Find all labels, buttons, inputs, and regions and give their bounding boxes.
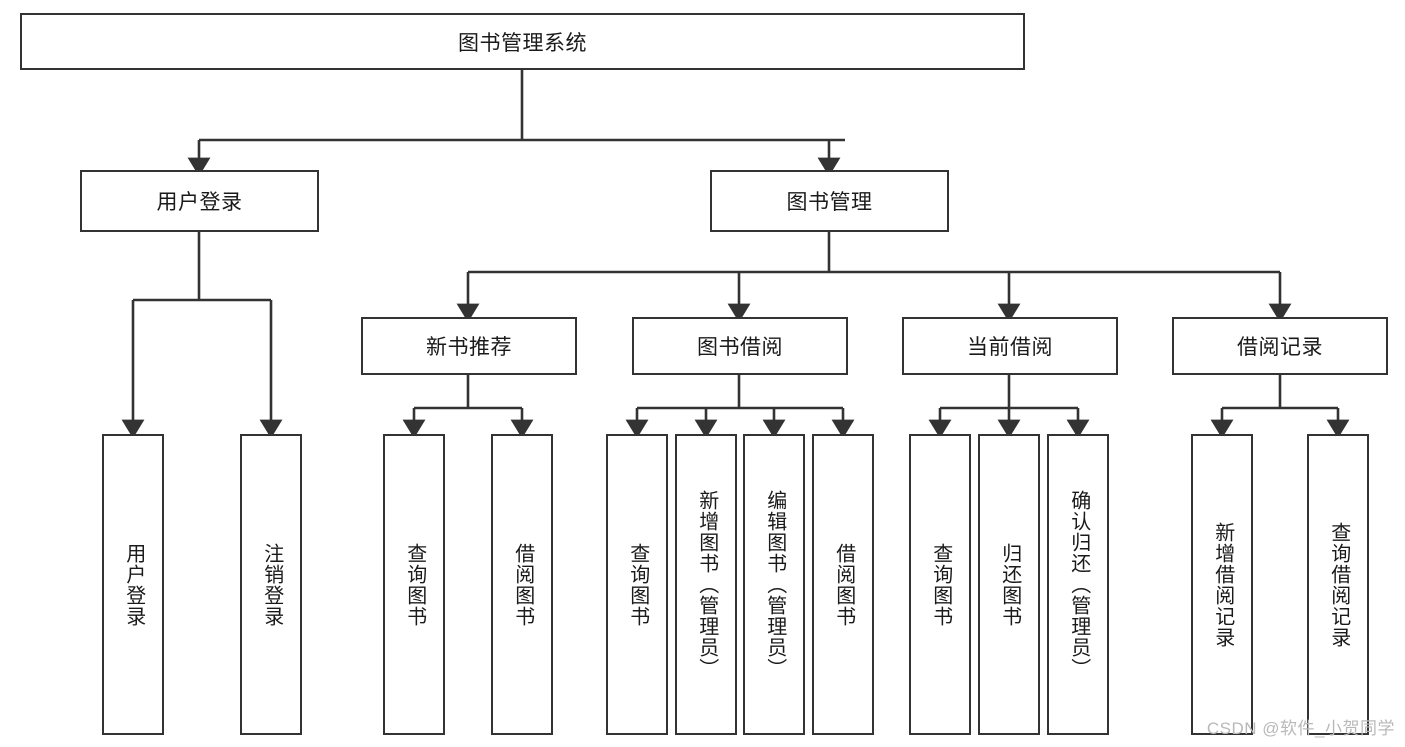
node-label: 新书推荐 [426,336,512,359]
leaf-book-borrow-add[interactable]: 新增图书（管理员） [675,434,737,735]
node-label: 用户登录 [122,542,145,627]
node-root-book-management-system[interactable]: 图书管理系统 [20,13,1025,70]
node-book-management[interactable]: 图书管理 [710,170,949,232]
watermark: CSDN @软件_小贺同学 [1206,719,1395,738]
node-label: 借阅图书 [511,542,534,627]
leaf-current-borrow-query[interactable]: 查询图书 [909,434,971,735]
node-book-borrow[interactable]: 图书借阅 [632,317,848,375]
node-borrow-record[interactable]: 借阅记录 [1172,317,1388,375]
node-label: 查询图书 [929,542,952,627]
node-label: 编辑图书（管理员） [763,490,786,679]
node-label: 查询借阅记录 [1327,521,1350,648]
node-label: 图书管理 [786,191,873,214]
node-label: 确认归还（管理员） [1067,490,1090,679]
leaf-current-borrow-confirm-return[interactable]: 确认归还（管理员） [1047,434,1109,735]
node-label: 查询图书 [403,542,426,627]
node-label: 新增图书（管理员） [695,490,718,679]
node-label: 注销登录 [260,542,283,627]
node-label: 图书管理系统 [458,31,587,55]
leaf-user-login-logout[interactable]: 注销登录 [240,434,302,735]
node-label: 用户登录 [156,191,243,214]
leaf-book-borrow-edit[interactable]: 编辑图书（管理员） [743,434,805,735]
leaf-borrow-record-query[interactable]: 查询借阅记录 [1307,434,1369,735]
node-label: 借阅图书 [832,542,855,627]
leaf-current-borrow-return[interactable]: 归还图书 [978,434,1040,735]
node-user-login[interactable]: 用户登录 [80,170,319,232]
node-label: 图书借阅 [697,336,783,359]
node-label: 当前借阅 [967,336,1053,359]
leaf-user-login-login[interactable]: 用户登录 [102,434,164,735]
node-label: 查询图书 [626,542,649,627]
node-label: 新增借阅记录 [1211,521,1234,648]
leaf-book-borrow-query[interactable]: 查询图书 [606,434,668,735]
node-label: 借阅记录 [1237,336,1323,359]
leaf-new-book-query[interactable]: 查询图书 [383,434,445,735]
leaf-new-book-borrow[interactable]: 借阅图书 [491,434,553,735]
node-label: 归还图书 [998,542,1021,627]
node-current-borrow[interactable]: 当前借阅 [902,317,1118,375]
node-new-book-recommend[interactable]: 新书推荐 [361,317,577,375]
leaf-borrow-record-add[interactable]: 新增借阅记录 [1191,434,1253,735]
leaf-book-borrow-borrow[interactable]: 借阅图书 [812,434,874,735]
